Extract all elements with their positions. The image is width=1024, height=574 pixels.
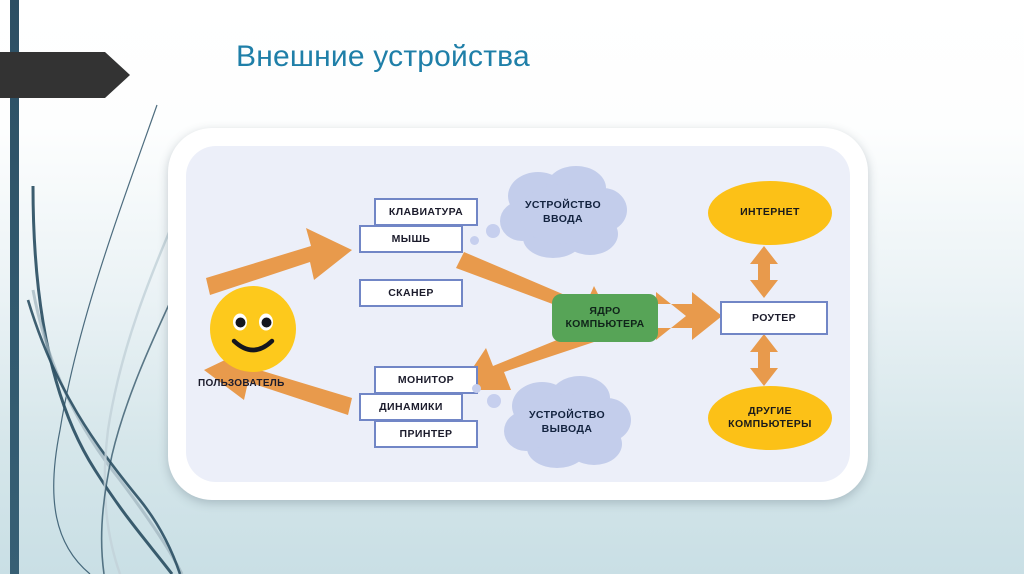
smiley-face-icon — [210, 286, 296, 372]
node-computer-core[interactable]: ЯДРО КОМПЬЮТЕРА — [552, 294, 658, 342]
node-speakers-label: ДИНАМИКИ — [379, 401, 443, 413]
node-other-computers[interactable]: ДРУГИЕ КОМПЬЮТЕРЫ — [708, 386, 832, 450]
node-monitor-label: МОНИТОР — [397, 374, 455, 386]
node-printer-label: ПРИНТЕР — [399, 428, 453, 440]
cloud-input-device: УСТРОЙСТВО ВВОДА — [498, 166, 628, 258]
node-mouse[interactable]: МЫШЬ — [359, 225, 463, 253]
node-router[interactable]: РОУТЕР — [720, 301, 828, 335]
node-other-computers-line2: КОМПЬЮТЕРЫ — [728, 418, 812, 430]
node-keyboard[interactable]: КЛАВИАТУРА — [374, 198, 478, 226]
node-user[interactable] — [210, 286, 296, 372]
decorative-swirl-lines — [26, 104, 185, 574]
node-scanner[interactable]: СКАНЕР — [359, 279, 463, 307]
cloud-output-device: УСТРОЙСТВО ВЫВОДА — [502, 376, 632, 468]
cloud-input-dot-small — [470, 236, 479, 245]
node-user-label: ПОЛЬЗОВАТЕЛЬ — [198, 378, 285, 389]
banner-arrow-shape — [0, 52, 130, 98]
cloud-output-dot-large — [487, 394, 501, 408]
left-accent-stripe — [10, 0, 19, 574]
node-other-computers-line1: ДРУГИЕ — [748, 404, 792, 417]
cloud-shape-input-icon — [500, 166, 627, 258]
node-speakers[interactable]: ДИНАМИКИ — [359, 393, 463, 421]
cloud-input-dot-large — [486, 224, 500, 238]
node-internet-label: ИНТЕРНЕТ — [740, 206, 800, 219]
node-internet[interactable]: ИНТЕРНЕТ — [708, 181, 832, 245]
node-core-label-line2: КОМПЬЮТЕРА — [565, 318, 645, 330]
cloud-output-dot-small — [472, 384, 481, 393]
page-title: Внешние устройства — [236, 40, 530, 73]
cloud-shape-output-icon — [504, 376, 631, 468]
diagram-panel: КЛАВИАТУРА МЫШЬ СКАНЕР МОНИТОР ДИНАМИКИ … — [186, 146, 850, 482]
node-router-label: РОУТЕР — [751, 312, 797, 324]
node-monitor[interactable]: МОНИТОР — [374, 366, 478, 394]
node-core-label-line1: ЯДРО — [589, 304, 621, 317]
node-scanner-label: СКАНЕР — [388, 287, 434, 299]
node-keyboard-label: КЛАВИАТУРА — [388, 206, 464, 218]
node-mouse-label: МЫШЬ — [391, 233, 431, 245]
node-printer[interactable]: ПРИНТЕР — [374, 420, 478, 448]
